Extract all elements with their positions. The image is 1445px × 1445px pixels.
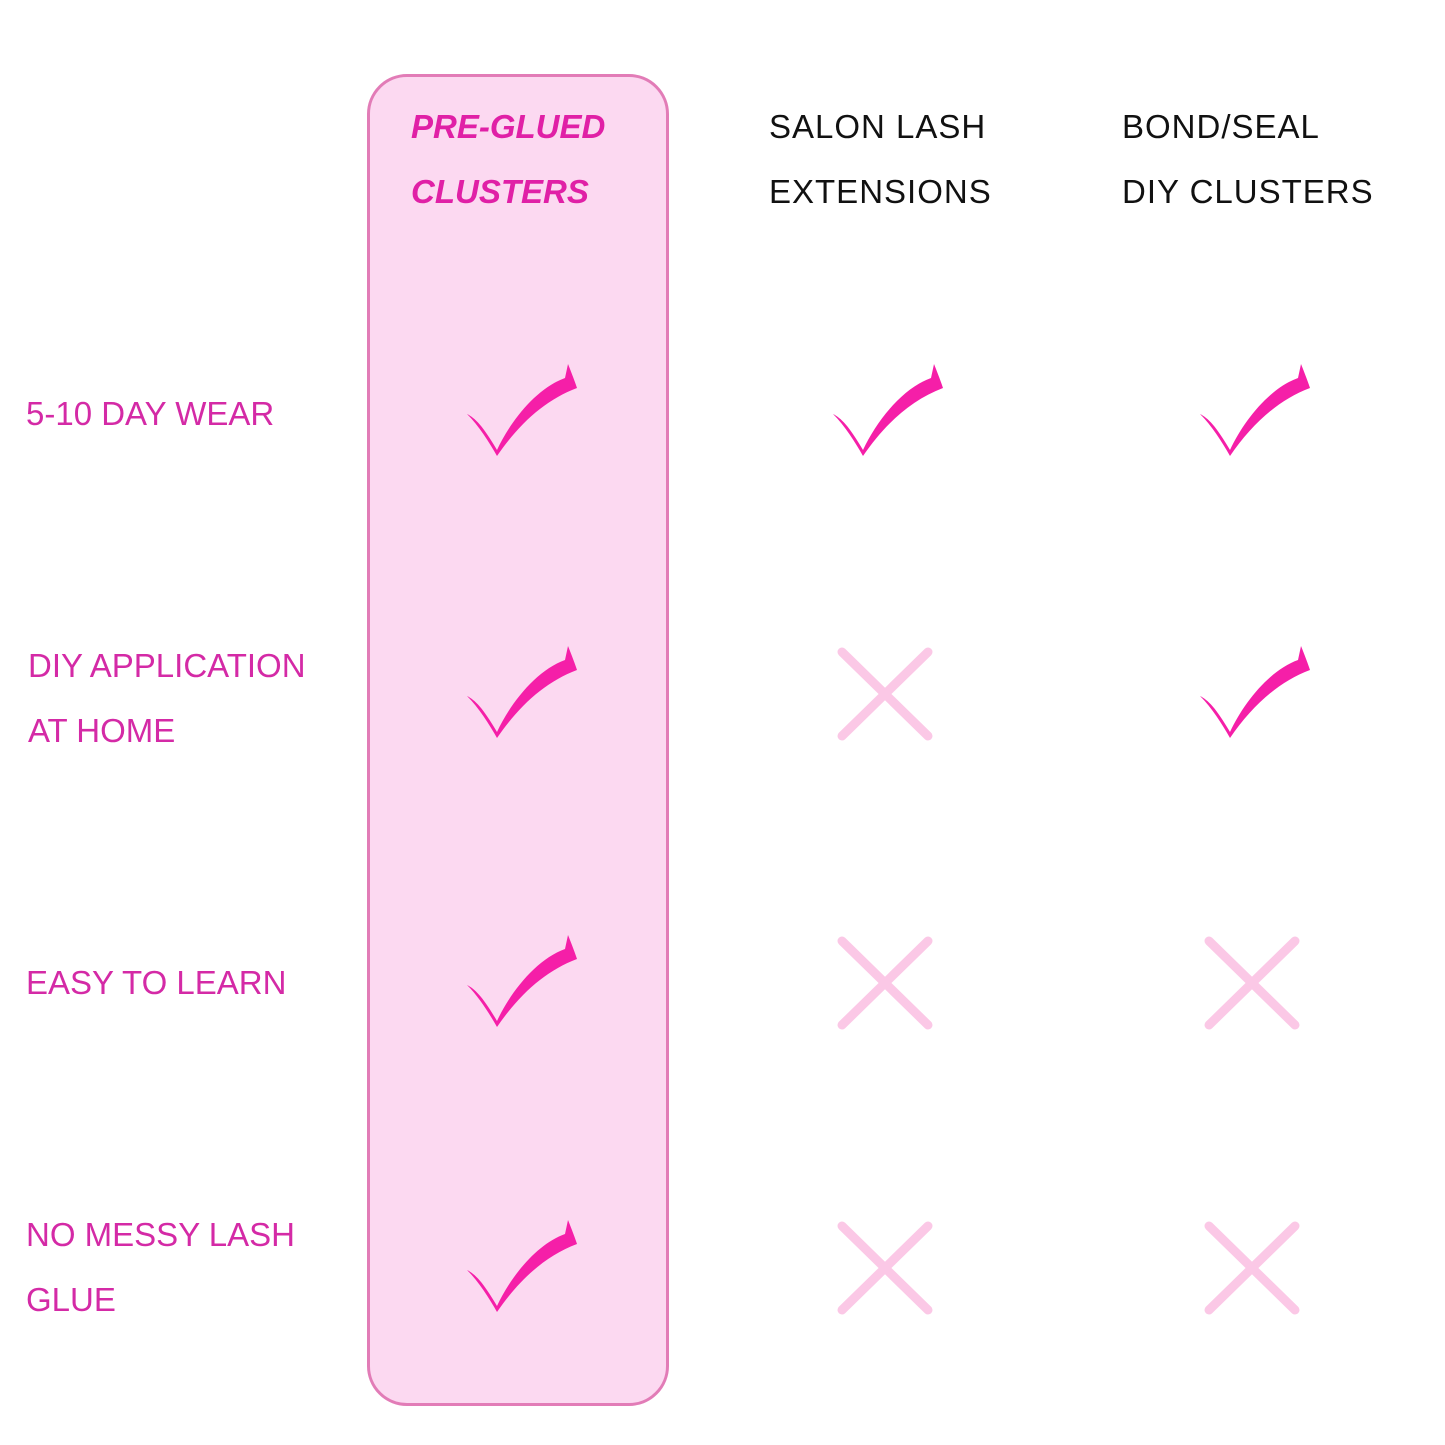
column-header-salon-lash-extensions: SALON LASH EXTENSIONS (769, 94, 992, 224)
row-label-diy-application: DIY APPLICATION AT HOME (28, 633, 306, 763)
row-label-no-messy-lash-glue: NO MESSY LASH GLUE (26, 1202, 295, 1332)
column-header-bond-seal-diy-clusters: BOND/SEAL DIY CLUSTERS (1122, 94, 1374, 224)
column-header-line: DIY CLUSTERS (1122, 173, 1374, 210)
row-label-line: 5-10 DAY WEAR (26, 395, 275, 432)
cross-icon (825, 933, 945, 1033)
row-label-line: GLUE (26, 1281, 116, 1318)
check-icon (825, 362, 945, 462)
cross-icon (825, 1218, 945, 1318)
column-header-line: SALON LASH (769, 108, 987, 145)
row-label-easy-to-learn: EASY TO LEARN (26, 950, 286, 1015)
cross-icon (1192, 1218, 1312, 1318)
row-label-line: DIY APPLICATION (28, 647, 306, 684)
cross-icon (825, 644, 945, 744)
check-icon (459, 644, 579, 744)
row-label-5-10-day-wear: 5-10 DAY WEAR (26, 381, 274, 446)
column-header-line: EXTENSIONS (769, 173, 992, 210)
column-header-pre-glued-clusters: PRE-GLUED CLUSTERS (411, 94, 605, 224)
check-icon (1192, 644, 1312, 744)
check-icon (1192, 362, 1312, 462)
column-header-line: CLUSTERS (411, 173, 589, 210)
check-icon (459, 362, 579, 462)
check-icon (459, 933, 579, 1033)
featured-column-highlight (367, 74, 669, 1406)
row-label-line: AT HOME (28, 712, 176, 749)
check-icon (459, 1218, 579, 1318)
column-header-line: PRE-GLUED (411, 108, 606, 145)
row-label-line: EASY TO LEARN (26, 964, 287, 1001)
column-header-line: BOND/SEAL (1122, 108, 1320, 145)
row-label-line: NO MESSY LASH (26, 1216, 295, 1253)
cross-icon (1192, 933, 1312, 1033)
